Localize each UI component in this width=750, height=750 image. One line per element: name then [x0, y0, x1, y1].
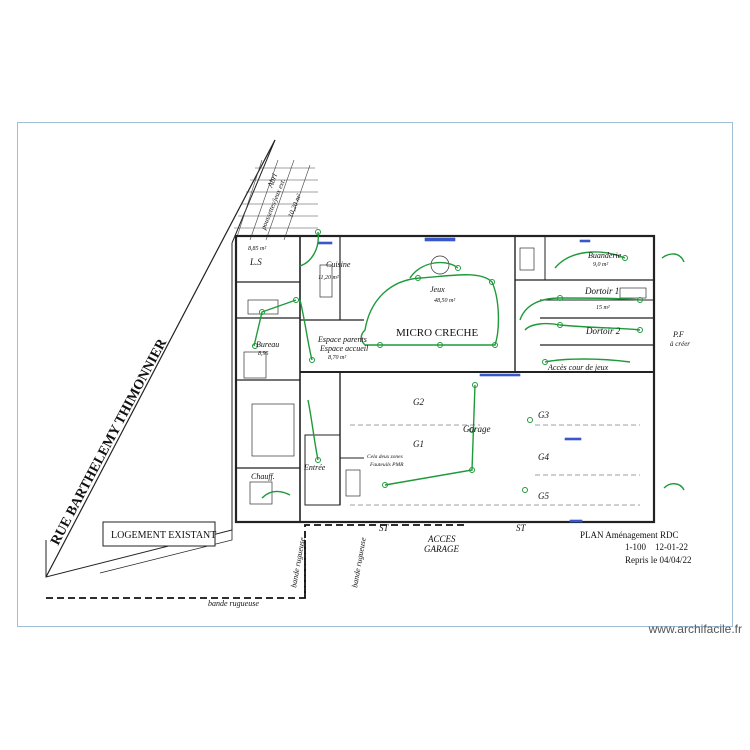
- label-acces2: GARAGE: [424, 544, 459, 554]
- label-ls: L.S: [249, 257, 262, 267]
- bande-2: bande rugueuse: [350, 536, 368, 588]
- fittings: [243, 247, 647, 505]
- label-buanderie-area: 9,0 m²: [593, 262, 608, 268]
- garage-slots: G1 G2 G3 G4 G5 ST ST: [379, 397, 549, 533]
- bande-labels: bande rugueuse bande rugueuse bande rugu…: [208, 536, 368, 608]
- label-cuisine: Cuisine: [326, 260, 351, 269]
- existing-housing: LOGEMENT EXISTANT: [102, 521, 216, 547]
- label-dortoir1: Dortoir 1: [584, 286, 619, 296]
- existing-housing-label: LOGEMENT EXISTANT: [111, 530, 216, 541]
- walls: [234, 234, 656, 524]
- label-espace-area: 8,70 m²: [328, 355, 346, 361]
- label-cour: Accès cour de jeux: [547, 363, 609, 372]
- watermark: www.archifacile.fr: [648, 622, 742, 636]
- label-garage: Garage: [463, 424, 491, 434]
- label-abri-area: 10,20 m²: [286, 192, 303, 219]
- label-pf-sub: à créer: [670, 340, 690, 348]
- label-cuisine-area: 11,20 m²: [318, 275, 339, 281]
- label-acces: ACCES: [427, 534, 456, 544]
- label-chauff: Chauff.: [251, 472, 275, 481]
- dashed-boundary: [46, 524, 465, 599]
- site-boundary: [45, 139, 276, 578]
- label-bureau-area: 8,95: [258, 351, 269, 357]
- title-revised: Repris le 04/04/22: [625, 555, 692, 565]
- bande-3: bande rugueuse: [208, 599, 259, 608]
- main-title: MICRO CRECHE: [396, 327, 478, 339]
- slot-g4: G4: [538, 452, 549, 462]
- slot-g2: G2: [413, 397, 424, 407]
- label-jeux: Jeux: [430, 285, 445, 294]
- street-name: RUE BARTHELEMY THIMONNIER: [48, 336, 170, 548]
- label-jeux-area: 48,50 m²: [434, 297, 455, 304]
- label-dortoir2: Dortoir 2: [585, 326, 621, 336]
- label-pmr: Cela deux zones: [367, 454, 403, 460]
- label-pf: P.F: [672, 330, 684, 339]
- slot-g3: G3: [538, 410, 549, 420]
- slot-g1: G1: [413, 439, 424, 449]
- plan-frame: [17, 122, 733, 627]
- label-ls-area: 8,85 m²: [248, 246, 266, 252]
- abri-hatch: [234, 159, 318, 241]
- label-bureau: Bureau: [256, 340, 279, 349]
- dimension-marks: [317, 237, 591, 523]
- title-scale: 1-100: [625, 542, 646, 552]
- slot-g5: G5: [538, 491, 549, 501]
- label-dortoir1-area: 15 m²: [596, 305, 610, 311]
- parking-st-2: ST: [516, 523, 527, 533]
- label-entree: Entrée: [303, 463, 326, 472]
- parking-st-1: ST: [379, 523, 390, 533]
- room-labels: Abri poussettes/jeux ext. 10,20 m² 8,85 …: [248, 172, 690, 554]
- label-pmr2: Fauteuils PMR: [369, 462, 404, 468]
- label-buanderie: Buanderie: [588, 251, 622, 260]
- title-date: 12-01-22: [655, 542, 688, 552]
- title-block: PLAN Aménagement RDC 1-100 12-01-22 Repr…: [580, 530, 692, 565]
- label-espace: Espace parents: [317, 335, 367, 344]
- circuit-paths: [253, 231, 685, 499]
- garage-guides: [350, 424, 640, 506]
- label-espace2: Espace accueil: [319, 344, 369, 353]
- circuit-nodes: [252, 229, 643, 493]
- title-line1: PLAN Aménagement RDC: [580, 530, 679, 540]
